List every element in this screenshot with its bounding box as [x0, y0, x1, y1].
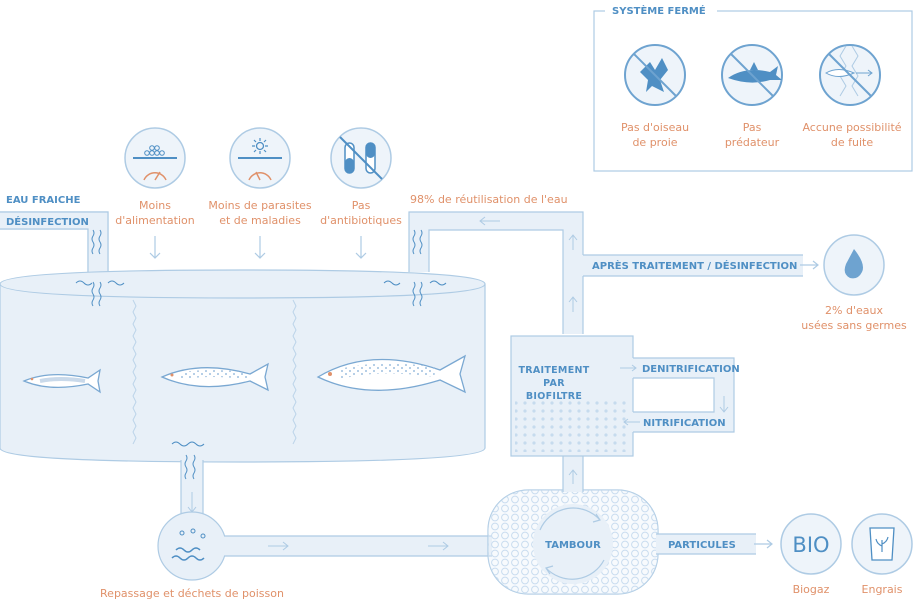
closed-system-box: [593, 10, 913, 172]
no-bird-of-prey-icon: [624, 44, 686, 106]
fresh-water-pipe: [0, 211, 109, 272]
benefit-arrows: [149, 236, 367, 259]
no-predator-label: Pas prédateur: [724, 121, 780, 149]
closed-system-title: SYSTÈME FERMÉ: [612, 4, 706, 17]
water-drop-icon: [823, 234, 885, 296]
waste-water-label: 2% d'eaux usées sans germes: [801, 304, 907, 332]
fish-small: [22, 368, 101, 394]
fertilizer-bag-icon: [851, 513, 913, 575]
fish-tank: [0, 269, 486, 463]
no-predator-shark-icon: [721, 44, 783, 106]
denitrification-label: DENITRIFICATION: [642, 364, 740, 375]
biofilter-label: TRAITEMENT PAR BIOFILTRE: [518, 365, 590, 402]
biogas-label: Biogaz: [793, 583, 830, 596]
waste-label: Repassage et déchets de poisson: [100, 587, 284, 600]
no-bird-label: Pas d'oiseau de proie: [620, 121, 690, 149]
drum-filter: [487, 489, 659, 595]
sludge-pipe: [224, 535, 492, 557]
no-antibiotics-label: Pas d'antibiotiques: [320, 199, 402, 227]
biofilter: [510, 335, 735, 457]
waste-sphere: [157, 511, 227, 581]
less-parasites-label: Moins de parasites et de maladies: [208, 199, 312, 227]
no-escape-label: Accune possibilité de fuite: [802, 121, 902, 149]
bio-icon: [780, 513, 842, 575]
fish-medium: [160, 362, 269, 392]
drain-pipe: [180, 452, 204, 518]
no-antibiotics-icon: [330, 127, 392, 189]
drum-to-biofilter-pipe: [562, 456, 584, 492]
fertilizer-label: Engrais: [862, 583, 903, 596]
return-pipe: [408, 211, 819, 334]
reuse-label: 98% de réutilisation de l'eau: [410, 193, 568, 206]
fresh-water-label: EAU FRAICHE: [6, 195, 81, 206]
less-feed-label: Moins d'alimentation: [115, 199, 195, 227]
fish-large: [316, 354, 467, 394]
after-treatment-label: APRÈS TRAITEMENT / DÉSINFECTION: [592, 259, 797, 272]
drum-label: TAMBOUR: [545, 540, 601, 551]
disinfection-label: DÉSINFECTION: [6, 215, 89, 228]
bio-symbol: BIO: [792, 533, 829, 557]
particles-pipe: [656, 533, 773, 555]
particles-label: PARTICULES: [668, 540, 736, 551]
no-escape-fish-icon: [819, 44, 881, 106]
nitrification-label: NITRIFICATION: [643, 418, 726, 429]
feed-gauge-icon: [124, 127, 186, 189]
parasite-gauge-icon: [229, 127, 291, 189]
